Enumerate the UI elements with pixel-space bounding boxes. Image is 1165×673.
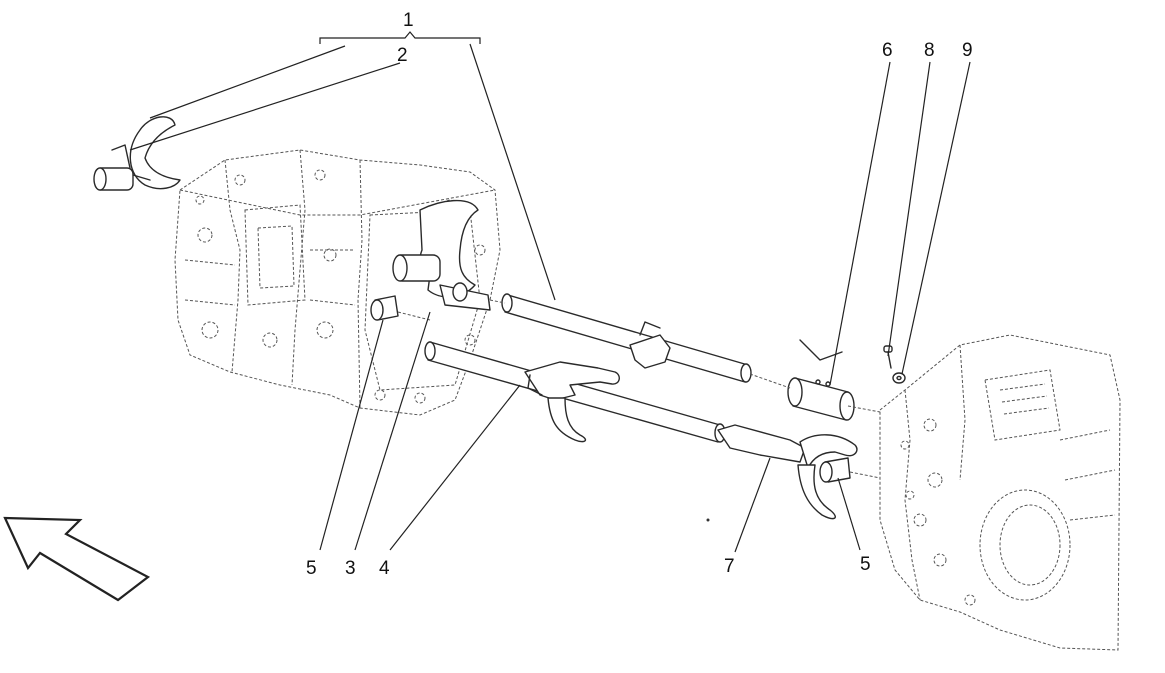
- fork-3: [392, 199, 491, 311]
- leader-lines: [129, 31, 971, 553]
- bolt-8: [883, 345, 893, 369]
- sleeve-6: [787, 377, 855, 421]
- callout-8: 8: [924, 40, 935, 61]
- arrow-up-left-icon: [3, 516, 151, 602]
- washer-9: [892, 372, 906, 384]
- callout-1: 1: [403, 10, 414, 31]
- bushing-5-left: [370, 295, 399, 321]
- alignment-lines: [397, 299, 881, 479]
- callout-5-left: 5: [306, 558, 317, 579]
- callout-4: 4: [379, 558, 390, 579]
- upper-shift-rod: [501, 293, 752, 383]
- callout-6: 6: [882, 40, 893, 61]
- scan-dot: [706, 518, 710, 522]
- callout-2: 2: [397, 45, 408, 66]
- callout-5-right: 5: [860, 554, 871, 575]
- bushing-5-right: [819, 457, 851, 483]
- callout-7: 7: [724, 556, 735, 577]
- right-gearbox-housing: [879, 334, 1121, 651]
- callout-9: 9: [962, 40, 973, 61]
- fork-4: [524, 361, 620, 443]
- callout-labels: 1 2 3 4 5 5 6 7 8 9: [306, 10, 973, 579]
- callout-3: 3: [345, 558, 356, 579]
- fork-7: [717, 424, 858, 520]
- fork-assembly-2: [93, 116, 181, 191]
